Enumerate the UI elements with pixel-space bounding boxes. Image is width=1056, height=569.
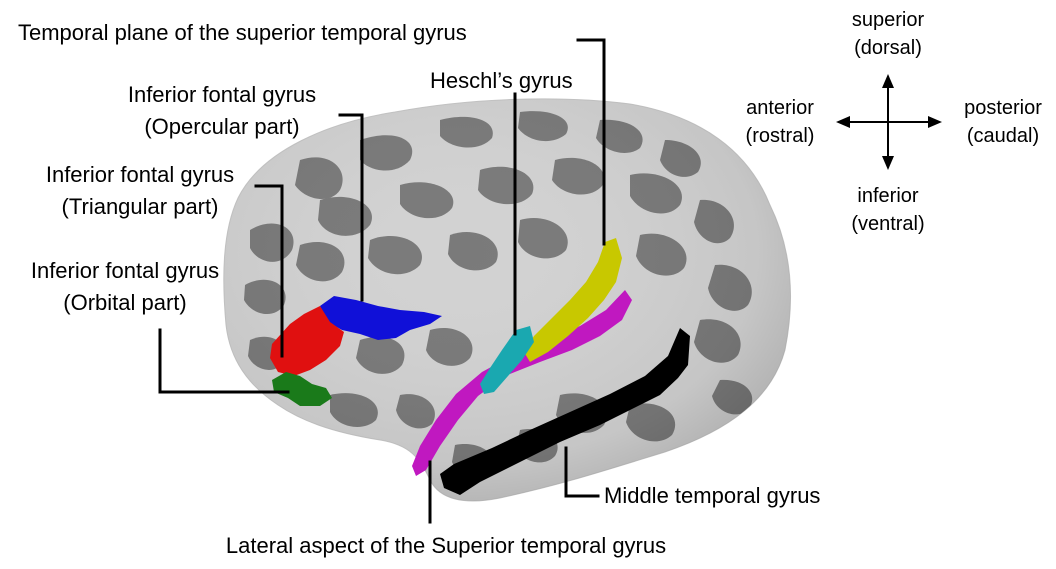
label-anterior: anterior [746,97,814,119]
label-lateral-superior-temporal-gyrus: Lateral aspect of the Superior temporal … [226,533,666,558]
label-orbital-line2: (Orbital part) [63,290,186,315]
arrow-up-icon [882,74,894,88]
cortex-shading [224,99,791,501]
label-heschls-gyrus: Heschl’s gyrus [430,68,573,93]
brain-surface [224,99,791,501]
label-middle-temporal-gyrus: Middle temporal gyrus [604,483,820,508]
label-triangular-line1: Inferior fontal gyrus [46,162,234,187]
arrow-down-icon [882,156,894,170]
label-anterior-alt: (rostral) [746,125,815,147]
label-opercular-line1: Inferior fontal gyrus [128,82,316,107]
label-opercular-line2: (Opercular part) [144,114,299,139]
label-inferior: inferior [857,185,918,207]
label-temporal-plane: Temporal plane of the superior temporal … [18,20,467,45]
label-orbital-line1: Inferior fontal gyrus [31,258,219,283]
label-superior-alt: (dorsal) [854,37,922,59]
orientation-compass [836,74,942,170]
arrow-right-icon [928,116,942,128]
label-posterior-alt: (caudal) [967,125,1039,147]
label-superior: superior [852,9,925,31]
label-inferior-alt: (ventral) [851,213,924,235]
arrow-left-icon [836,116,850,128]
label-triangular-line2: (Triangular part) [62,194,219,219]
label-posterior: posterior [964,97,1042,119]
